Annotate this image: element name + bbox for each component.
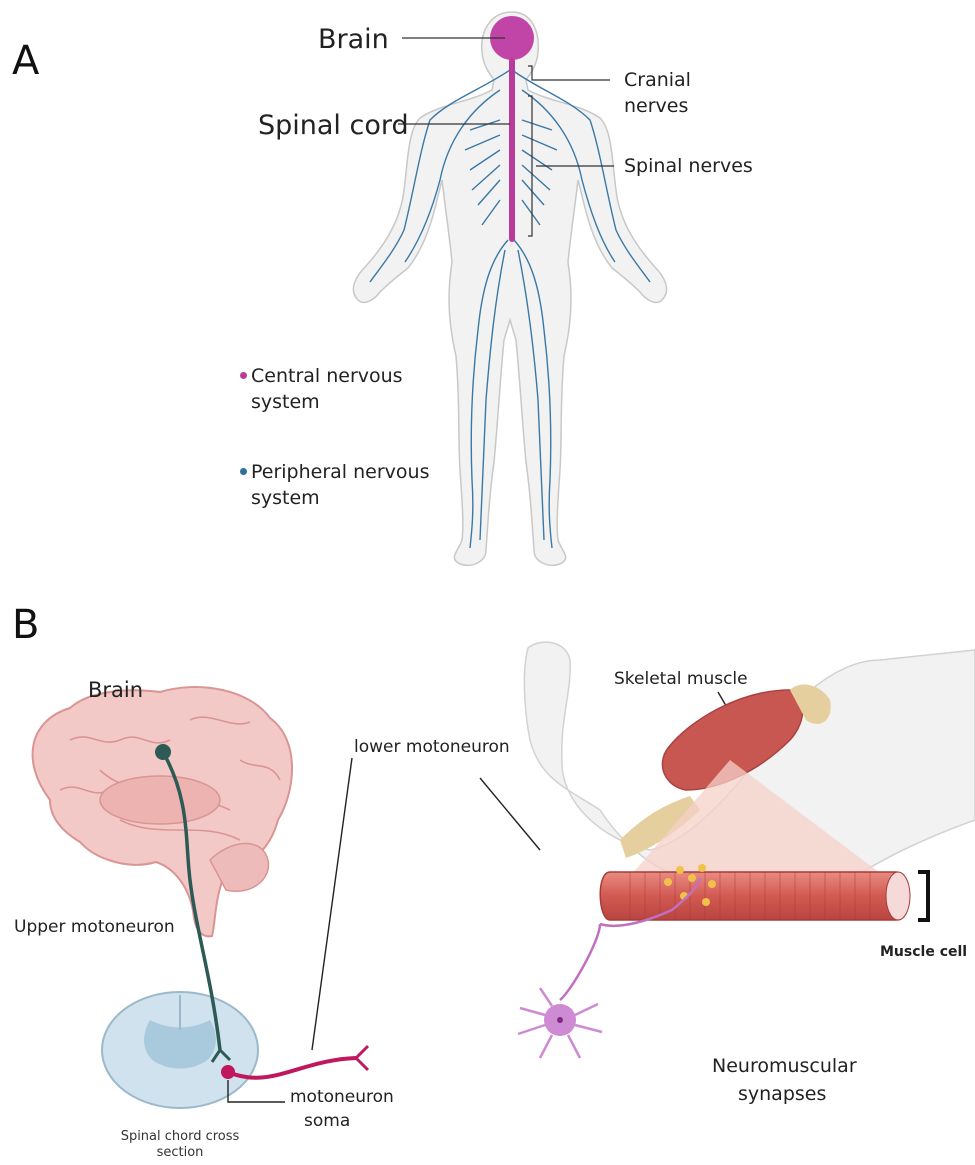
label-brain-a: Brain [318, 24, 389, 55]
label-upper-motoneuron: Upper motoneuron [14, 918, 175, 938]
label-spinal-cord: Spinal cord [258, 110, 409, 141]
label-skeletal-muscle: Skeletal muscle [614, 670, 748, 690]
legend-cns-line1: Central nervous [251, 365, 403, 387]
spinal-cord-cross-section [102, 992, 258, 1108]
legend-item-pns: Peripheral nervous [240, 462, 429, 484]
label-motoneuron-soma-line2: soma [304, 1112, 350, 1132]
legend-pns-line2: system [251, 488, 320, 510]
label-cranial-nerves-line2: nerves [624, 96, 688, 118]
legend-pns-line1: Peripheral nervous [251, 461, 429, 483]
arm-illustration [524, 642, 975, 895]
label-nmj-line2: synapses [738, 1084, 826, 1106]
label-motoneuron-soma-line1: motoneuron [290, 1088, 394, 1108]
label-muscle-cell: Muscle cell [880, 944, 967, 960]
panel-b-letter: B [12, 602, 39, 648]
label-nmj-line1: Neuromuscular [712, 1056, 857, 1078]
label-lower-motoneuron: lower motoneuron [354, 738, 510, 758]
label-spinal-nerves: Spinal nerves [624, 156, 753, 178]
legend-cns-line2: system [251, 392, 320, 414]
pns-legend-dot [240, 468, 247, 475]
cns-legend-dot [240, 372, 247, 379]
label-spinal-cross-line1: Spinal chord cross [110, 1130, 250, 1145]
panel-a-letter: A [12, 38, 39, 84]
label-brain-b: Brain [88, 678, 143, 702]
lower-motoneuron-cell [518, 924, 602, 1058]
spinal-cord-cns [509, 58, 515, 242]
label-cranial-nerves-line1: Cranial [624, 70, 691, 92]
legend-item-cns: Central nervous [240, 366, 403, 388]
brain-illustration [33, 687, 292, 936]
label-spinal-cross-line2: section [110, 1146, 250, 1161]
